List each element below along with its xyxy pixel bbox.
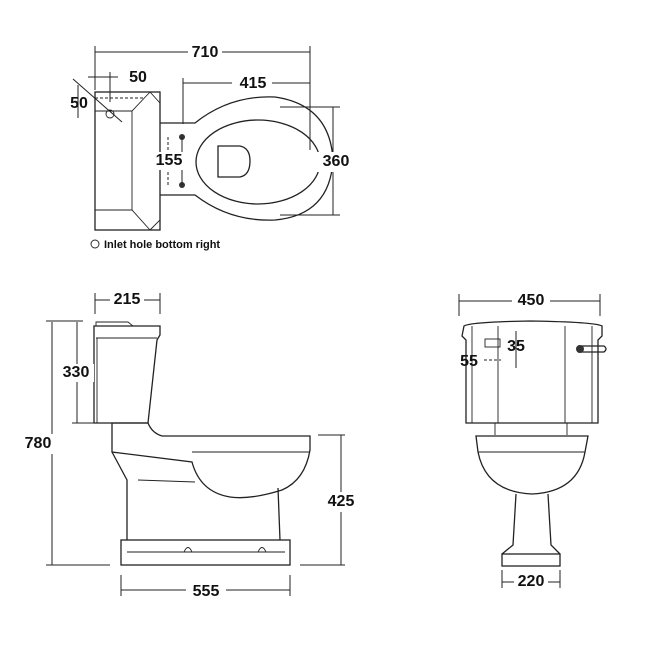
dim-overall-height: 780: [25, 435, 52, 452]
dim-inlet-y: 50: [70, 95, 88, 112]
cistern-side: [93, 325, 161, 424]
bowl-opening: [217, 145, 251, 178]
cistern-front: [461, 320, 603, 424]
flush-button: [484, 338, 501, 348]
dim-pedestal-width: 220: [518, 573, 545, 590]
dim-overall-length: 710: [192, 44, 219, 61]
dim-cistern-height: 330: [63, 364, 90, 381]
bowl-inner: [195, 119, 321, 205]
inlet-hole: [105, 109, 115, 119]
top-view: 710 50 50 415 360 155 Inlet hole bottom …: [70, 42, 355, 251]
dim-cistern-width: 450: [518, 292, 545, 309]
pan-front: [475, 435, 589, 495]
pan-side: [111, 422, 311, 499]
inlet-note: Inlet hole bottom right: [104, 239, 220, 251]
dim-button-offset: 55: [460, 353, 478, 370]
dim-fixing-holes: 155: [156, 152, 183, 169]
pedestal-base: [501, 553, 561, 567]
dim-bowl-length: 415: [240, 75, 267, 92]
dim-button-height: 35: [507, 338, 525, 355]
bowl-outline: [160, 96, 334, 221]
front-view: 450 35 55 220: [458, 292, 607, 591]
side-view: 215 780 330 425 555: [24, 291, 360, 602]
flush-lever-icon: [578, 345, 607, 353]
dim-cistern-depth: 215: [114, 291, 141, 308]
pan-base: [120, 539, 291, 566]
dim-pan-projection: 555: [193, 583, 220, 600]
dim-bowl-width: 360: [323, 153, 350, 170]
dim-inlet-x: 50: [129, 69, 147, 86]
dim-pan-height: 425: [328, 493, 355, 510]
cistern-top-outline: [94, 91, 161, 231]
inlet-hole-legend-icon: [90, 239, 100, 249]
